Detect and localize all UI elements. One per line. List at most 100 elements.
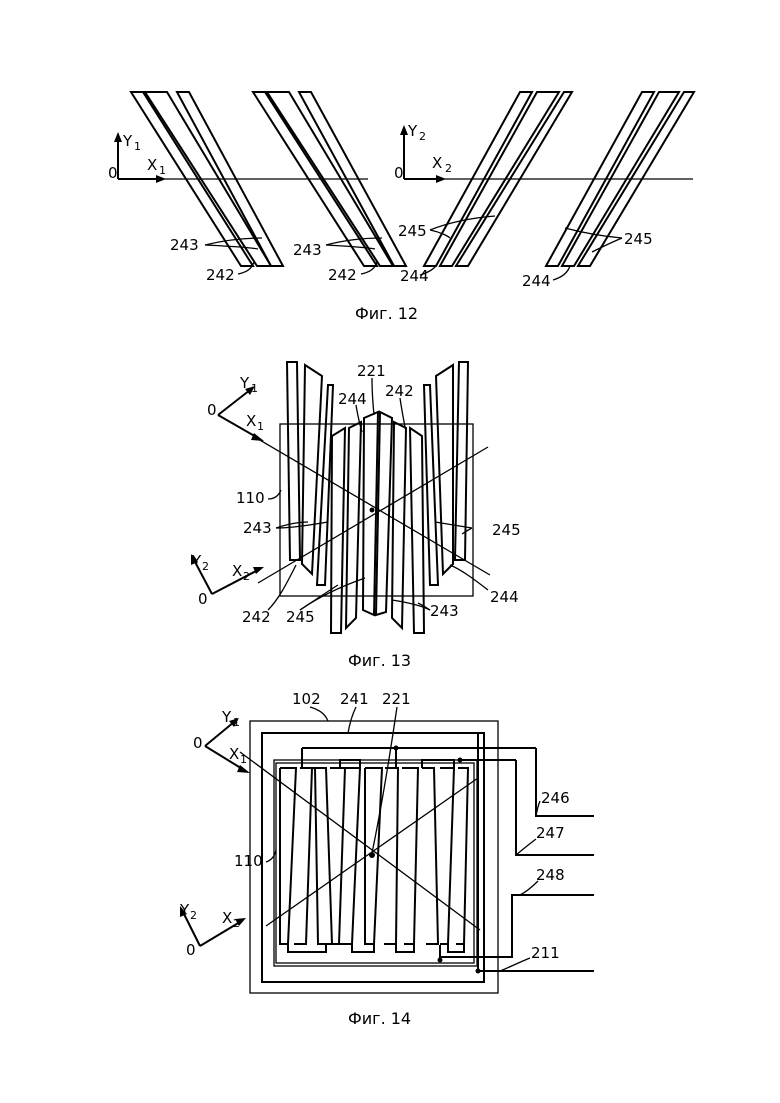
fig12-y2-label: Y [407, 122, 418, 140]
fig13-label-242-bottom: 242 [242, 608, 271, 626]
fig12-label-242-mid: 242 [328, 266, 357, 284]
fig12-y1-arrowhead [114, 132, 122, 142]
fig14-bottom-link-1 [288, 944, 326, 952]
fig13-axis-triad-1: 0 Y 1 X 1 [207, 374, 264, 441]
fig12-leader-243a [205, 238, 262, 245]
fig12-label-245-right: 245 [624, 230, 653, 248]
fig13-leader-221 [372, 378, 374, 415]
fig13-label-243-bottom: 243 [430, 602, 459, 620]
fig13-x2-label: X [232, 562, 242, 580]
fig14-strip-1 [280, 768, 296, 944]
fig13-y1-sub: 1 [251, 382, 258, 395]
fig12-origin-1: 0 [108, 164, 118, 182]
fig14-label-248: 248 [536, 866, 565, 884]
fig14-strip-3 [315, 768, 332, 944]
figure-12: 0 Y 1 X 1 0 Y 2 X 2 [108, 92, 694, 323]
fig13-leader-244a [356, 405, 362, 432]
fig13-y2-label: Y [191, 552, 202, 570]
fig13-y1-label: Y [239, 374, 250, 392]
fig13-x1-sub: 1 [257, 420, 264, 433]
fig12-label-243-mid: 243 [293, 241, 322, 259]
fig13-label-243-left: 243 [243, 519, 272, 537]
fig14-x2-label: X [222, 909, 232, 927]
fig12-leader-245b2 [592, 238, 622, 252]
fig14-y2-label: Y [179, 901, 190, 919]
fig14-substrate-110-outline [274, 760, 477, 966]
fig14-node-3 [438, 958, 443, 963]
fig14-top-link-1 [340, 760, 360, 768]
fig14-leader-247 [516, 839, 536, 855]
fig13-label-221: 221 [357, 362, 386, 380]
fig14-caption: Фиг. 14 [348, 1009, 411, 1028]
fig14-strip-11 [456, 768, 468, 944]
fig14-bottom-link-4 [448, 944, 464, 952]
fig13-strip-r4 [410, 428, 424, 633]
fig14-leader-241 [348, 707, 356, 733]
fig12-leader-243b [326, 238, 382, 245]
fig14-strip-9 [422, 768, 438, 944]
fig14-label-246: 246 [541, 789, 570, 807]
fig13-strip-l1 [287, 362, 300, 560]
fig13-leader-244b [450, 565, 488, 590]
fig14-top-link-2 [422, 760, 454, 768]
fig13-x2-sub: 2 [243, 570, 250, 583]
fig12-x1-label: X [147, 156, 157, 174]
fig14-x1-label: X [229, 745, 239, 763]
fig14-label-221: 221 [382, 690, 411, 708]
fig13-leader-245b2 [300, 578, 365, 610]
fig14-strip-10 [440, 768, 454, 944]
fig13-x2-arrowhead [253, 567, 264, 574]
fig13-label-245-right: 245 [492, 521, 521, 539]
fig13-label-245-bottom: 245 [286, 608, 315, 626]
fig13-label-242-top: 242 [385, 382, 414, 400]
figure-13: 0 Y 1 X 1 0 Y 2 X 2 [191, 362, 521, 670]
fig14-axis-triad-2: 0 Y 2 X 2 [179, 901, 246, 959]
fig14-bottom-link-3 [396, 944, 414, 952]
fig14-bottom-link-2 [352, 944, 374, 952]
figure-14: 0 Y 1 X 1 0 Y 2 X 2 102 241 221 110 [179, 690, 594, 1028]
fig14-leader-221 [372, 707, 397, 853]
fig13-center-point [370, 508, 375, 513]
fig13-axis-triad-2: 0 Y 2 X 2 [191, 552, 264, 608]
fig13-label-244-bottom: 244 [490, 588, 519, 606]
fig14-leader-102 [310, 707, 328, 721]
fig13-strip-r3 [424, 385, 438, 585]
fig14-label-211: 211 [531, 944, 560, 962]
fig13-leader-110 [268, 490, 281, 499]
fig12-label-244-mid: 244 [400, 267, 429, 285]
fig13-strip-r1 [455, 362, 468, 560]
fig13-strip-r5 [392, 422, 406, 628]
fig13-strip-l4 [331, 428, 345, 633]
fig13-leader-245a2 [462, 528, 472, 534]
fig13-label-244-top: 244 [338, 390, 367, 408]
fig12-leader-243a2 [205, 245, 258, 249]
fig12-caption: Фиг. 12 [355, 304, 418, 323]
fig12-y1-sub: 1 [134, 140, 141, 153]
fig13-x1-label: X [246, 412, 256, 430]
fig12-label-243-left: 243 [170, 236, 199, 254]
fig12-y2-arrowhead [400, 125, 408, 135]
fig14-label-110: 110 [234, 852, 263, 870]
fig12-label-244-right: 244 [522, 272, 551, 290]
fig12-origin-2: 0 [394, 164, 404, 182]
fig14-x1-sub: 1 [240, 753, 247, 766]
fig14-y1-label: Y [221, 708, 232, 726]
fig12-x2-arrowhead [436, 175, 446, 183]
fig13-caption: Фиг. 13 [348, 651, 411, 670]
fig14-leader-211 [500, 958, 530, 971]
fig14-node-2 [458, 758, 463, 763]
fig14-strip-8 [402, 768, 418, 944]
fig14-strip-7 [384, 768, 398, 944]
fig13-origin-2: 0 [198, 590, 208, 608]
fig13-origin-1: 0 [207, 401, 217, 419]
fig14-node-1 [394, 746, 399, 751]
fig13-leader-242b [268, 565, 296, 610]
fig14-x2-sub: 2 [233, 917, 240, 930]
fig12-y1-label: Y [122, 132, 133, 150]
fig14-origin-2: 0 [186, 941, 196, 959]
fig14-label-241: 241 [340, 690, 369, 708]
fig13-strip-l5 [346, 422, 361, 628]
fig13-y2-sub: 2 [202, 560, 209, 573]
fig12-x2-sub: 2 [445, 162, 452, 175]
